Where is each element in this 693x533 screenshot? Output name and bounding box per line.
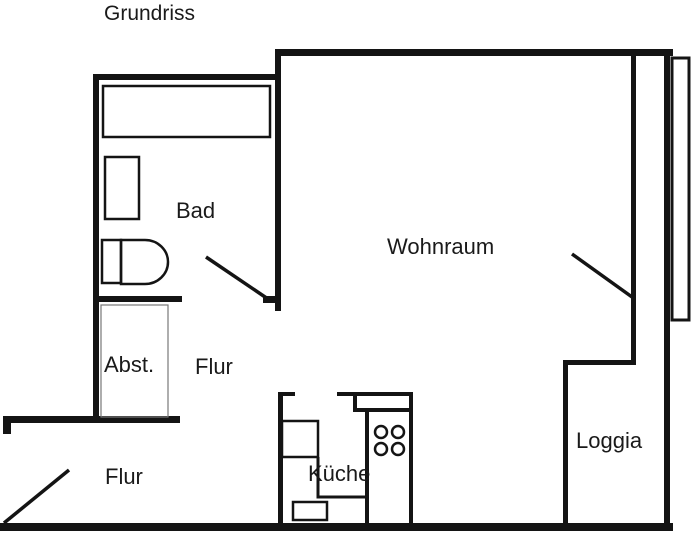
wall-stub (3, 416, 11, 434)
room-label-flur-upper: Flur (195, 354, 233, 379)
room-label-bad: Bad (176, 198, 215, 223)
bad-right-wall (275, 49, 281, 311)
plan-title: Grundriss (104, 2, 195, 25)
stove-burner (373, 441, 389, 457)
bathroom-fixtures (100, 84, 272, 286)
loggia-left-wall (563, 360, 568, 525)
room-labels: Bad Wohnraum Abst. Flur Flur Küche Loggi… (104, 198, 643, 489)
doors (2, 252, 634, 525)
kitchen-top-wall (337, 392, 413, 396)
bathtub (101, 84, 272, 139)
wohnraum-loggia-wall (631, 55, 636, 365)
kitchen-counter (316, 457, 367, 499)
room-label-abstellraum: Abst. (104, 352, 154, 377)
bad-door (205, 255, 269, 301)
bad-door-hinge (263, 296, 275, 303)
abst-top-wall (99, 296, 182, 302)
bad-top-wall (93, 74, 278, 80)
stove-burner (390, 424, 406, 440)
kitchen-top-stub (278, 392, 295, 396)
storage-closet-outline (100, 304, 169, 418)
right-outer-wall (664, 49, 670, 529)
stove-burner (390, 441, 406, 457)
kitchen-sink (291, 500, 329, 522)
room-label-flur-lower: Flur (105, 464, 143, 489)
room-label-wohnraum: Wohnraum (387, 234, 494, 259)
stove-burner (373, 424, 389, 440)
counter-edge (353, 394, 357, 410)
loggia-door (570, 252, 634, 299)
window (670, 56, 691, 322)
stove-left-edge (365, 408, 369, 525)
toilet-bowl (119, 238, 170, 286)
walls (0, 49, 673, 531)
kitchen-cabinet (280, 419, 320, 459)
room-label-kueche: Küche (308, 461, 370, 486)
washbasin (103, 155, 141, 221)
loggia-top-wall (563, 360, 636, 365)
entry-door (2, 468, 71, 525)
bottom-outer-wall (0, 523, 673, 531)
bad-left-wall (93, 74, 99, 422)
flur-divider-wall (4, 416, 180, 423)
top-outer-wall (275, 49, 673, 56)
kitchen-left-wall (278, 392, 283, 525)
room-label-loggia: Loggia (576, 428, 643, 453)
counter-edge (353, 408, 411, 412)
toilet-tank (100, 238, 123, 285)
kitchen-fixtures (280, 394, 411, 525)
kitchen-right-wall (409, 392, 413, 525)
